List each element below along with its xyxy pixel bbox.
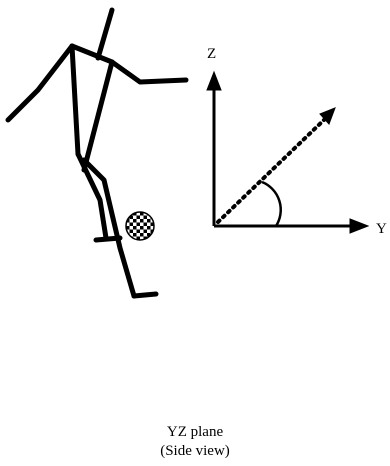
figure-neck <box>95 7 115 61</box>
y-axis-label: Y <box>376 221 387 237</box>
figure-shoulders <box>69 43 115 65</box>
stick-figure <box>5 7 189 299</box>
figure-kicking-leg <box>75 151 109 241</box>
figure-support-foot <box>131 291 159 299</box>
z-axis-arrowhead <box>206 70 222 91</box>
direction-vector-arrowhead <box>319 107 336 125</box>
angle-arc <box>261 180 282 227</box>
y-axis-arrowhead <box>349 218 370 234</box>
z-axis-label: Z <box>207 46 216 62</box>
caption-title: YZ plane <box>166 424 224 440</box>
direction-vector <box>216 116 328 224</box>
figure-right-arm <box>109 59 189 85</box>
figure-torso-right <box>81 59 115 173</box>
figure-support-leg <box>81 157 137 299</box>
coordinate-axes <box>206 70 370 234</box>
figure-torso-left <box>69 43 81 157</box>
soccer-ball-icon <box>125 211 155 241</box>
figure-left-arm <box>5 43 75 123</box>
caption-subtitle: (Side view) <box>160 443 230 459</box>
